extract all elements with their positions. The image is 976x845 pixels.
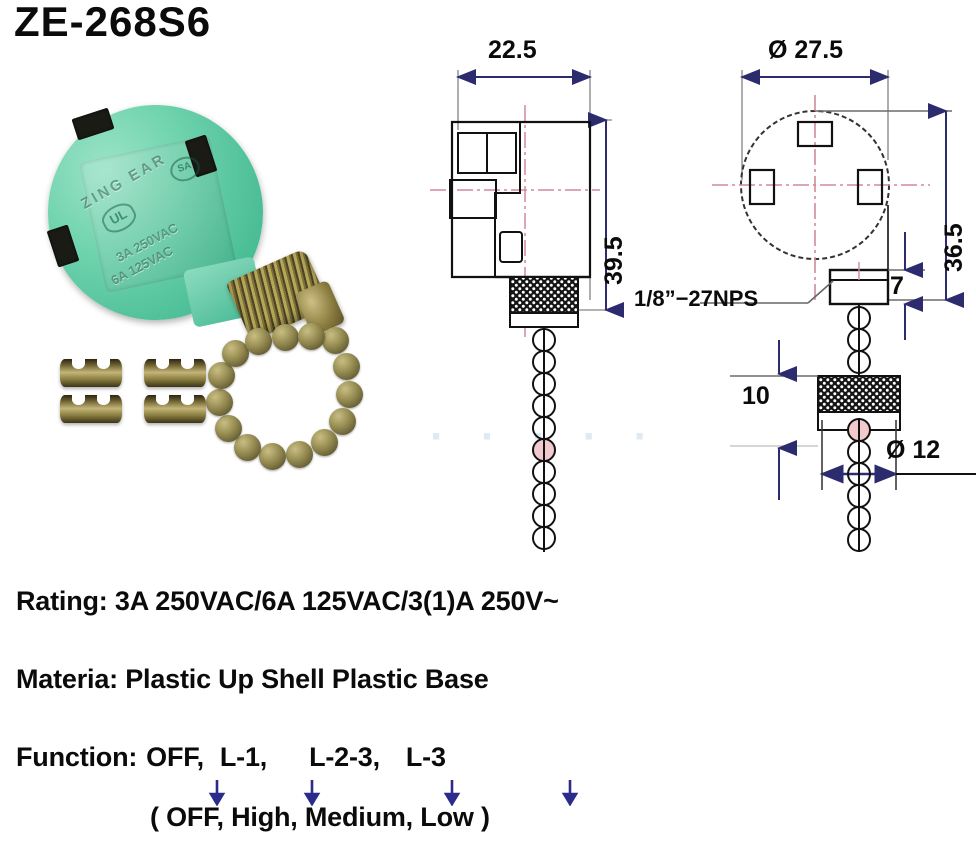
down-arrow-low	[561, 780, 579, 807]
dim-label-height-36-5: 36.5	[940, 223, 968, 272]
chain-bead	[272, 324, 299, 351]
dim-label-nut-diameter-12: Ø 12	[886, 436, 941, 464]
function-mapping-arrows	[0, 780, 976, 807]
product-photo: ZING EAR UL SA 3A 250VAC 6A 125VAC	[27, 84, 450, 565]
chain-bead	[215, 415, 242, 442]
chain-bead	[298, 323, 325, 350]
spec-function-label: Function:	[16, 742, 138, 772]
chain-bead	[245, 328, 272, 355]
terminal-slot-right	[856, 168, 884, 206]
function-position-1: L-1,	[219, 742, 268, 772]
spec-rating: Rating: 3A 250VAC/6A 125VAC/3(1)A 250V~	[16, 586, 559, 616]
technical-drawings: 22.5 39.5 Ø 27.5 36.5 7 1/8”−27NPS 10 Ø …	[430, 36, 976, 552]
front-view-drawing	[700, 69, 976, 552]
dim-label-boss-7: 7	[890, 272, 904, 300]
dim-label-nut-height-10: 10	[742, 382, 770, 410]
thread-callout-leader	[807, 280, 834, 304]
chain-bead	[222, 340, 249, 367]
chain-bead	[311, 429, 338, 456]
terminal-slot-top	[796, 120, 834, 148]
dim-label-diameter-27-5: Ø 27.5	[768, 36, 844, 64]
dim-label-width-22-5: 22.5	[488, 36, 537, 64]
dim-label-height-39-5: 39.5	[600, 236, 628, 285]
chain-bead	[329, 408, 356, 435]
terminal-slot-left	[748, 168, 776, 206]
side-view-drawing	[430, 69, 624, 552]
page-title: ZE-268S6	[14, 0, 212, 45]
function-position-0: OFF,	[146, 742, 204, 772]
chain-bead	[322, 327, 349, 354]
chain-bead	[336, 381, 363, 408]
chain-connector-clip	[60, 358, 122, 387]
spec-function: Function: OFF, L-1, L-2-3, L-3	[16, 742, 446, 773]
drawing-canvas	[430, 69, 976, 552]
spec-function-legend: ( OFF, High, Medium, Low )	[150, 802, 490, 832]
down-arrow-medium	[443, 780, 461, 807]
chain-bead	[208, 362, 235, 389]
down-arrow-off	[208, 780, 226, 807]
chain-bead	[286, 441, 313, 468]
chain-bead	[333, 353, 360, 380]
knurled-nut-front	[817, 375, 901, 413]
function-position-3: L-3	[405, 742, 446, 772]
chain-bead	[259, 443, 286, 470]
chain-connector-clip	[144, 394, 206, 423]
chain-bead	[234, 434, 261, 461]
chain-bead	[206, 389, 233, 416]
chain-connector-clip	[60, 394, 122, 423]
knurled-nut-side	[509, 276, 579, 314]
spec-material: Materia: Plastic Up Shell Plastic Base	[16, 664, 489, 694]
function-position-2: L-2-3,	[309, 742, 380, 772]
chain-connector-clip	[144, 358, 206, 387]
dim-label-thread-callout: 1/8”−27NPS	[634, 286, 759, 311]
down-arrow-high	[303, 780, 321, 807]
